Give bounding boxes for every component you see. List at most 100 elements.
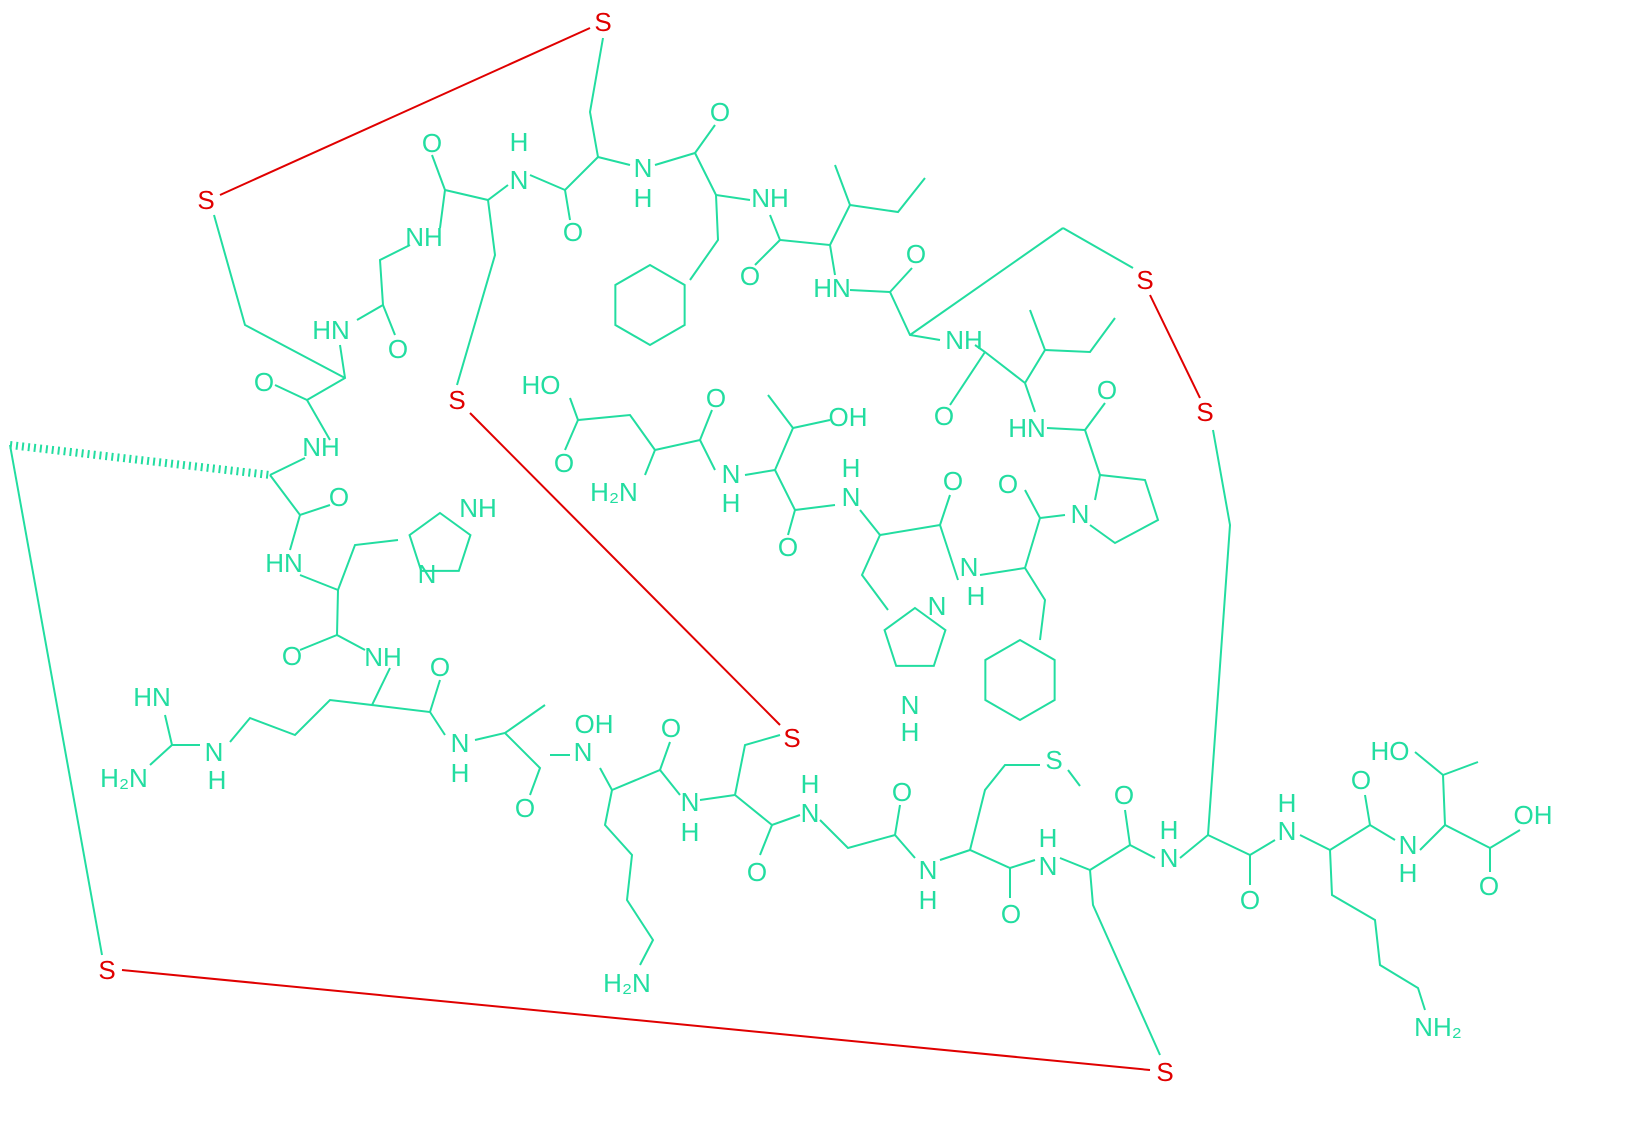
sulfur-atom: S [98,955,115,985]
atom-label: N [960,552,979,582]
bond [787,509,796,536]
atom-label: H [919,885,938,915]
atom-label: NH₂ [1414,1012,1462,1042]
atom-label: NH [751,183,789,213]
bond [659,741,671,771]
atom-label: O [515,793,535,823]
atom-label: OH [1514,800,1553,830]
bond [289,514,301,551]
atom-label: HN [133,682,171,712]
bond [829,164,852,246]
atom-label: O [1479,871,1499,901]
bond [969,764,1040,851]
atom-label: H [1278,788,1297,818]
sulfur-atom: S [594,7,611,37]
bond [229,667,391,743]
atom-label: N [901,690,920,720]
atom-label: OH [575,709,614,739]
sulfur-atom: S [1156,1057,1173,1087]
atom-label: N [1160,843,1179,873]
bond [1419,823,1521,851]
atom-label: H₂N [603,968,651,998]
bond [1024,489,1041,519]
bond [894,804,901,836]
atom-label: O [661,713,681,743]
bond [979,514,1066,576]
atom-label: H [901,717,920,747]
atom-label: O [943,466,963,496]
atom-label: N [205,737,224,767]
sulfur-atom: S [197,185,214,215]
bond [529,155,631,192]
atom-label: H₂N [100,763,148,793]
bond [1044,317,1116,354]
bond [1084,402,1106,431]
atom-label: O [934,401,954,431]
bond [849,289,941,341]
bond [1329,849,1426,1011]
bond [860,534,889,611]
bond [9,444,103,956]
atom-label: O [1351,765,1371,795]
disulfide-bond [469,412,781,726]
atom-label: O [778,532,798,562]
bond [689,194,720,281]
atom-label: O [388,334,408,364]
disulfide-bond [219,27,591,196]
bond [431,154,446,191]
imidazole-ring [408,511,472,572]
atom-label: NH [405,222,443,252]
atom-label: N [1071,499,1090,529]
bond [1067,769,1081,787]
bond [1207,429,1232,836]
sulfur-atom: S [1136,265,1153,295]
atom-label: O [906,239,926,269]
atom-label: N [919,855,938,885]
atom-label: O [430,652,450,682]
bond [439,184,509,229]
atom-label: OH [829,402,868,432]
bond [599,767,681,796]
bond [1441,761,1479,826]
bond [744,468,836,512]
atom-label: N [634,153,653,183]
atom-label: O [554,448,574,478]
atom-label: HN [312,315,350,345]
bond [429,679,441,713]
atom-label: NH [302,432,340,462]
atom-label: O [998,469,1018,499]
bond [734,794,801,827]
atom-label: N [681,787,700,817]
atom-label: HO [1371,736,1410,766]
atom-label: O [706,383,726,413]
sulfur-atom: S [783,723,800,753]
benzene-ring [614,263,686,347]
sulfur-atom: S [1196,397,1213,427]
bond [299,634,338,651]
bond [1089,869,1161,1056]
atom-label: O [1097,375,1117,405]
atom-label: O [740,261,760,291]
bond [699,409,713,441]
atom-label: O [329,482,349,512]
atom-label: H [1039,823,1058,853]
atom-label: N [574,737,593,767]
bond [213,214,346,379]
bond [1179,833,1276,859]
atom-label: N [801,798,820,828]
bond [274,384,308,401]
atom-label: O [1114,780,1134,810]
bond [299,539,399,592]
atom-label: H [1399,858,1418,888]
atom-label: O [1240,885,1260,915]
atom-label: H [681,817,700,847]
atom-label: H [510,127,529,157]
atom-label: O [254,367,274,397]
bond [588,37,604,158]
bond [305,344,347,441]
disulfide-bond [1149,294,1201,399]
bond [1299,823,1396,852]
bond [699,734,781,801]
